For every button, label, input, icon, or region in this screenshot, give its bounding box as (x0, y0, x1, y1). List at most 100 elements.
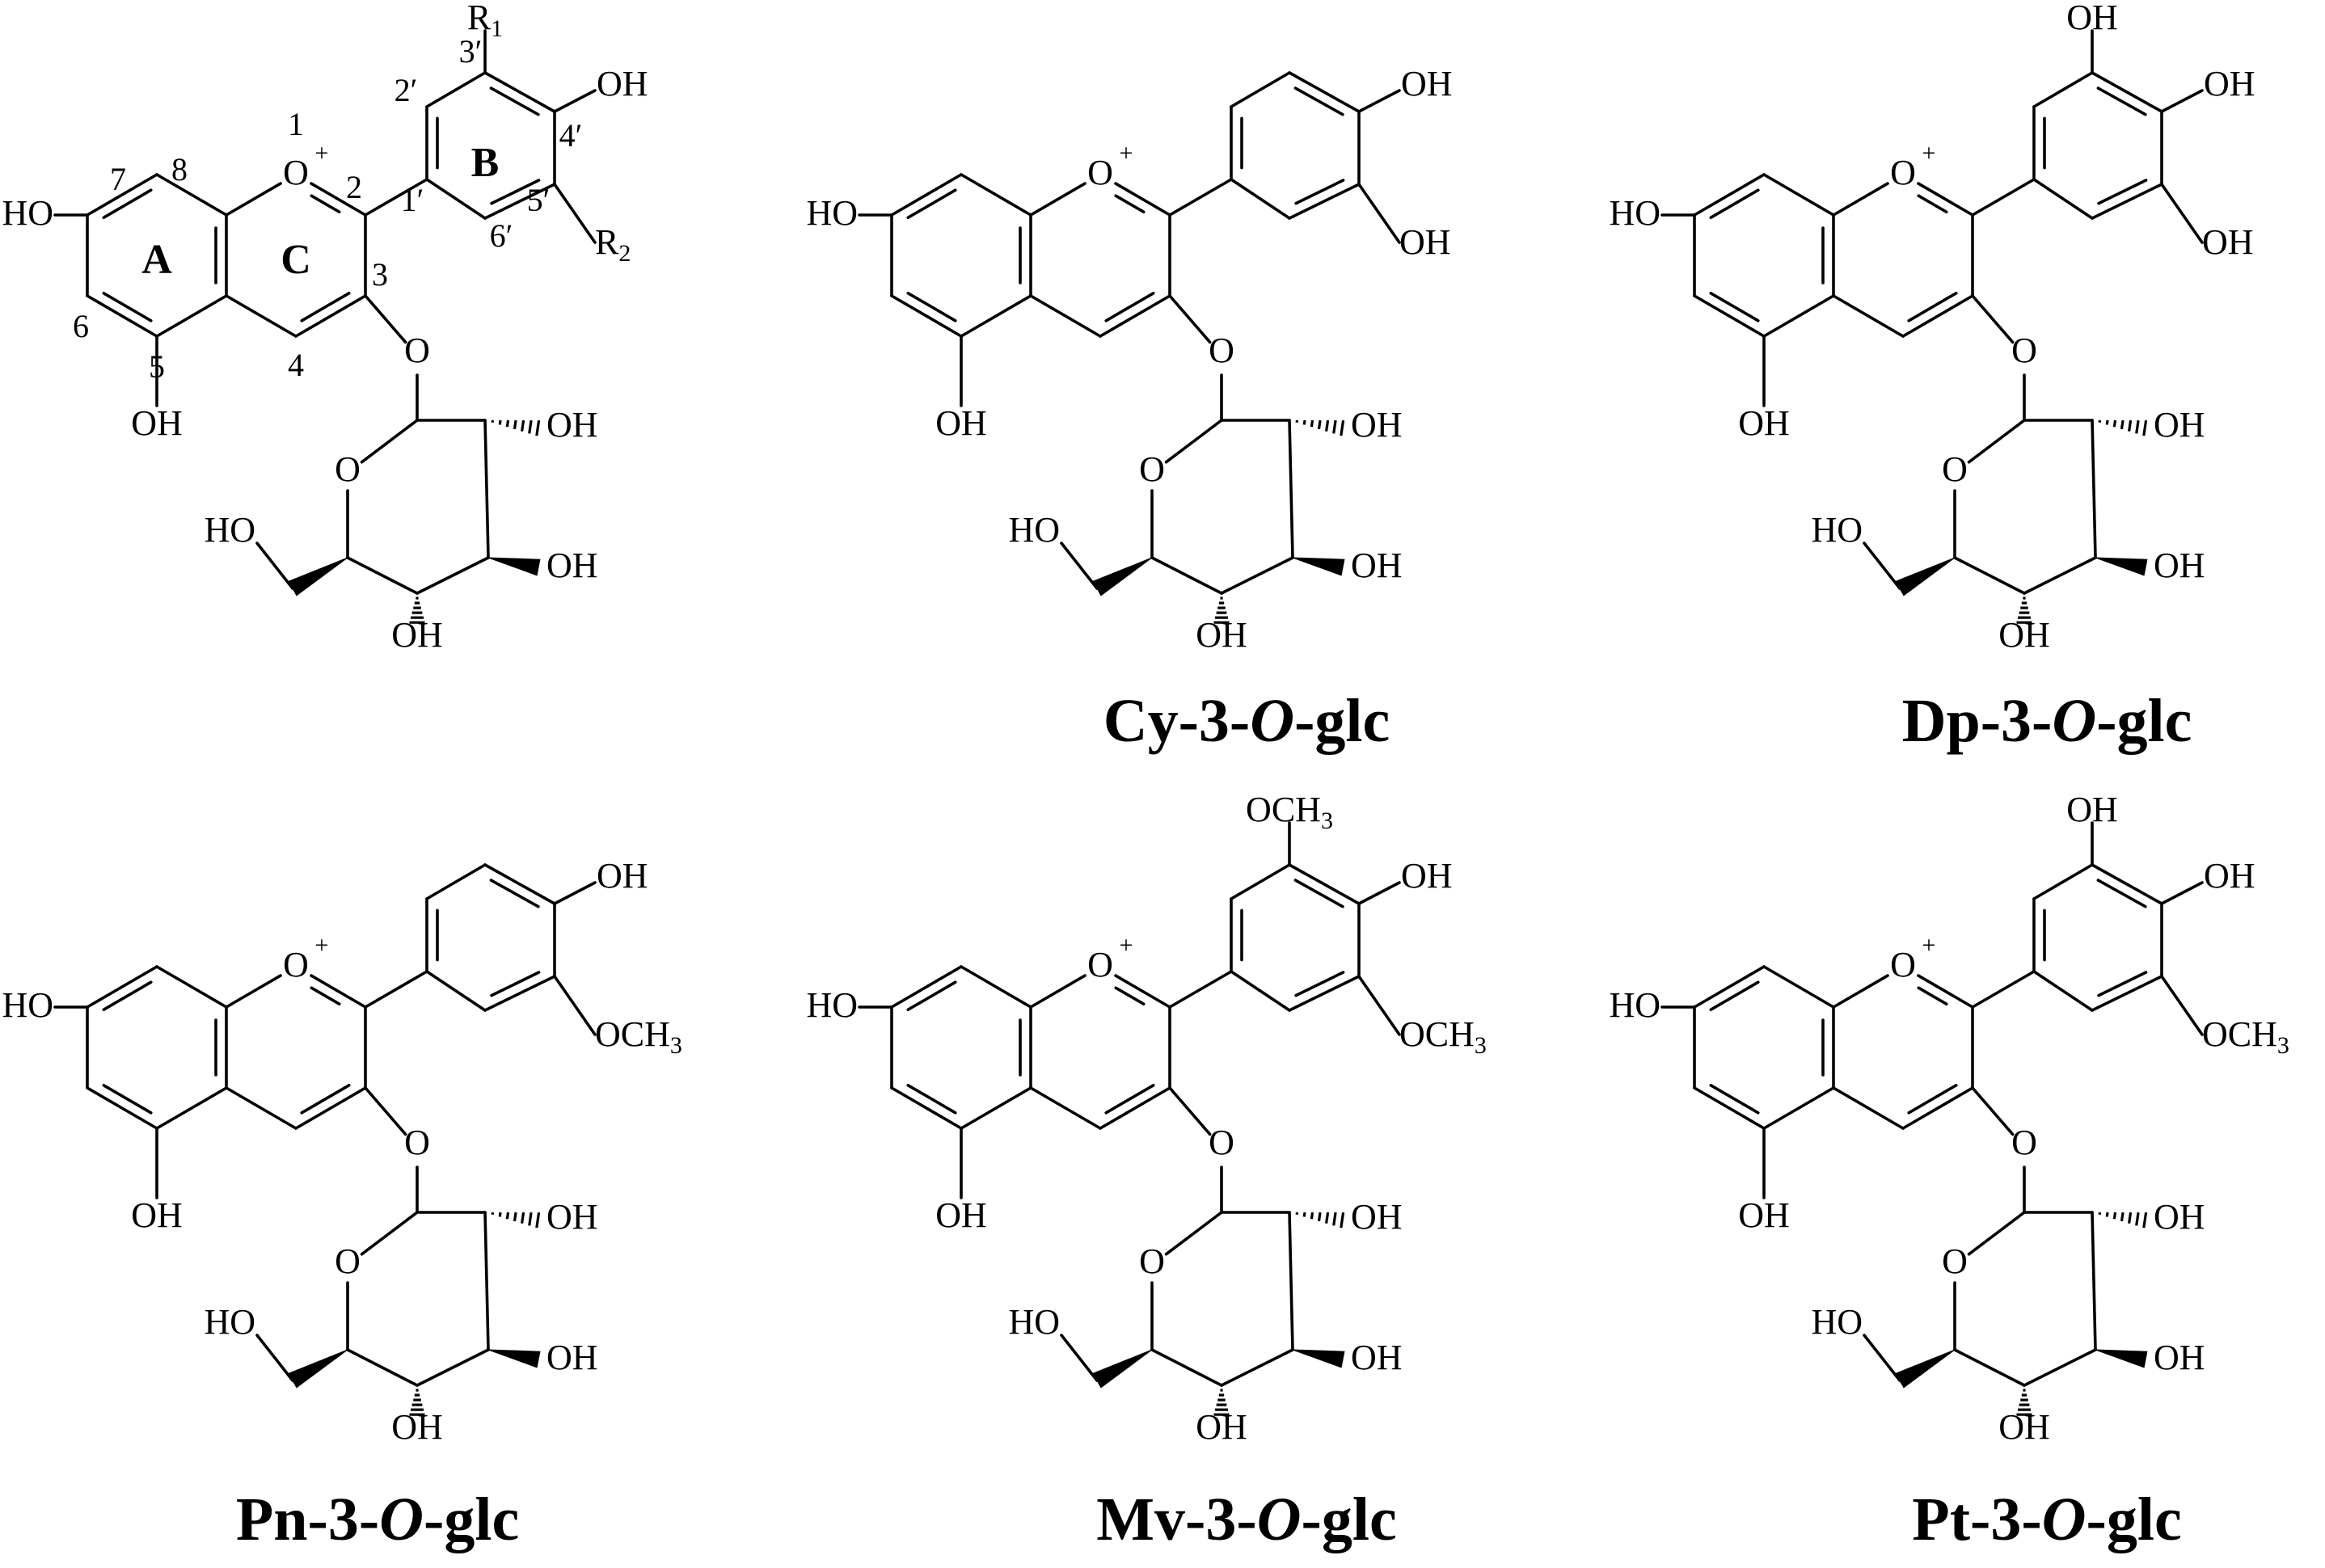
wedge-bond-c3-oh (488, 558, 540, 575)
hydroxyl-7-label: HO (806, 193, 858, 233)
double-bond-line (1106, 293, 1153, 321)
hashed-bond-c2-oh (507, 420, 508, 427)
double-bond-line (2099, 180, 2146, 204)
hydroxyl-glucose-3-label: OH (546, 1338, 598, 1377)
glycosidic-oxygen-label: O (2011, 331, 2037, 370)
bond (1833, 1088, 1903, 1128)
hydroxyl-glucose-3-label: OH (2154, 1338, 2205, 1377)
substituent-5p-label: OCH3 (1399, 1014, 1487, 1059)
bond (1031, 296, 1100, 336)
position-2p-label: 2′ (395, 72, 418, 108)
hashed-bond-c2-oh (522, 1212, 524, 1224)
bond (1231, 179, 1289, 218)
hashed-bond-c2-oh (2121, 420, 2123, 429)
oxonium-oxygen-label: O (1890, 945, 1916, 984)
glycosidic-oxygen-label: O (2011, 1123, 2037, 1162)
ring-oxygen-label: O (1942, 1241, 1968, 1281)
hydroxyl-7-label: HO (1609, 985, 1660, 1025)
bond (1289, 1212, 1293, 1350)
hydroxyl-glucose-4-label: OH (1196, 1407, 1247, 1447)
glycosidic-oxygen-label: O (1209, 1123, 1234, 1162)
bond (2034, 865, 2092, 899)
oxonium-oxygen-label: O (1087, 945, 1113, 984)
oxonium-oxygen-label: O (283, 153, 309, 192)
hashed-bond-c2-oh (537, 1212, 539, 1228)
double-bond-line (1909, 1085, 1956, 1113)
hashed-bond-c2-oh (2137, 420, 2138, 433)
hydroxyl-5-label: OH (935, 403, 987, 443)
substituent-4p-label: OH (1401, 856, 1453, 896)
double-bond-line (103, 1085, 150, 1113)
bond (1969, 1212, 2024, 1254)
bond (1231, 73, 1289, 107)
hydroxyl-glucose-2-label: OH (2154, 1197, 2205, 1237)
double-bond-line (1295, 88, 1342, 115)
bond (1359, 883, 1399, 904)
bond (485, 1212, 488, 1350)
bond (1031, 183, 1085, 215)
hashed-bond-c2-oh (2107, 420, 2108, 424)
bond (1359, 976, 1399, 1035)
positive-charge-label: + (315, 140, 329, 166)
bond (961, 1088, 1031, 1128)
bond (2034, 73, 2092, 107)
double-bond-line (302, 293, 348, 321)
ring-c-label: C (281, 237, 311, 283)
bond (1031, 1088, 1100, 1128)
bond (2034, 179, 2092, 218)
double-bond-line (1296, 180, 1343, 204)
bond (555, 91, 595, 112)
ring-b-label: B (471, 140, 500, 186)
hydroxyl-glucose-4-label: OH (391, 1407, 443, 1447)
position-5p-label: 5′ (527, 182, 551, 218)
bond (2092, 1212, 2095, 1350)
wedge-bond-c3-oh (2095, 1350, 2147, 1368)
wedge-bond-c5-ch2 (289, 1350, 348, 1388)
bond (961, 175, 1031, 215)
hydroxyl-glucose-2-label: OH (2154, 405, 2205, 445)
bond (1359, 91, 1399, 112)
ring-oxygen-label: O (1139, 1241, 1165, 1281)
wedge-bond-c5-ch2 (1093, 1350, 1152, 1388)
double-bond-line (1711, 1085, 1757, 1113)
hashed-bond-c2-oh (2129, 1212, 2131, 1224)
bond (1833, 976, 1888, 1007)
double-bond-line (908, 1085, 955, 1113)
hydroxyl-5-label: OH (131, 1195, 183, 1235)
hashed-bond-c2-oh (1304, 420, 1305, 424)
hashed-bond-c2-oh (1319, 1212, 1320, 1221)
double-bond-line (491, 88, 538, 115)
bond (427, 73, 485, 107)
wedge-bond-c3-oh (488, 1350, 540, 1368)
substituent-4p-label: OH (597, 64, 648, 103)
hashed-bond-c2-oh (2121, 1212, 2123, 1221)
substituent-4p-label: OH (2204, 856, 2255, 896)
bond (1152, 558, 1222, 593)
bond (1864, 1335, 1900, 1380)
glycosidic-oxygen-label: O (1209, 331, 1234, 370)
hashed-bond-c2-oh (522, 420, 524, 432)
position-8-label: 8 (171, 151, 188, 188)
positive-charge-label: + (1922, 140, 1936, 166)
glycosidic-oxygen-label: O (404, 1123, 430, 1162)
hashed-bond-c2-oh (2114, 1212, 2115, 1219)
bond (2162, 883, 2202, 904)
double-bond-line (492, 972, 538, 996)
hydroxyl-7-label: HO (1609, 193, 1660, 233)
double-bond-line (491, 880, 538, 907)
hashed-bond-c2-oh (1334, 1212, 1336, 1225)
bond (87, 1088, 157, 1128)
hydroxyl-glucose-3-label: OH (1351, 1338, 1403, 1377)
double-bond-line (908, 293, 955, 321)
bond (1170, 1088, 1210, 1134)
bond (157, 296, 226, 336)
bond (427, 972, 485, 1010)
bond (226, 1088, 296, 1128)
wedge-bond-c3-oh (1293, 558, 1344, 575)
bond (555, 883, 595, 904)
